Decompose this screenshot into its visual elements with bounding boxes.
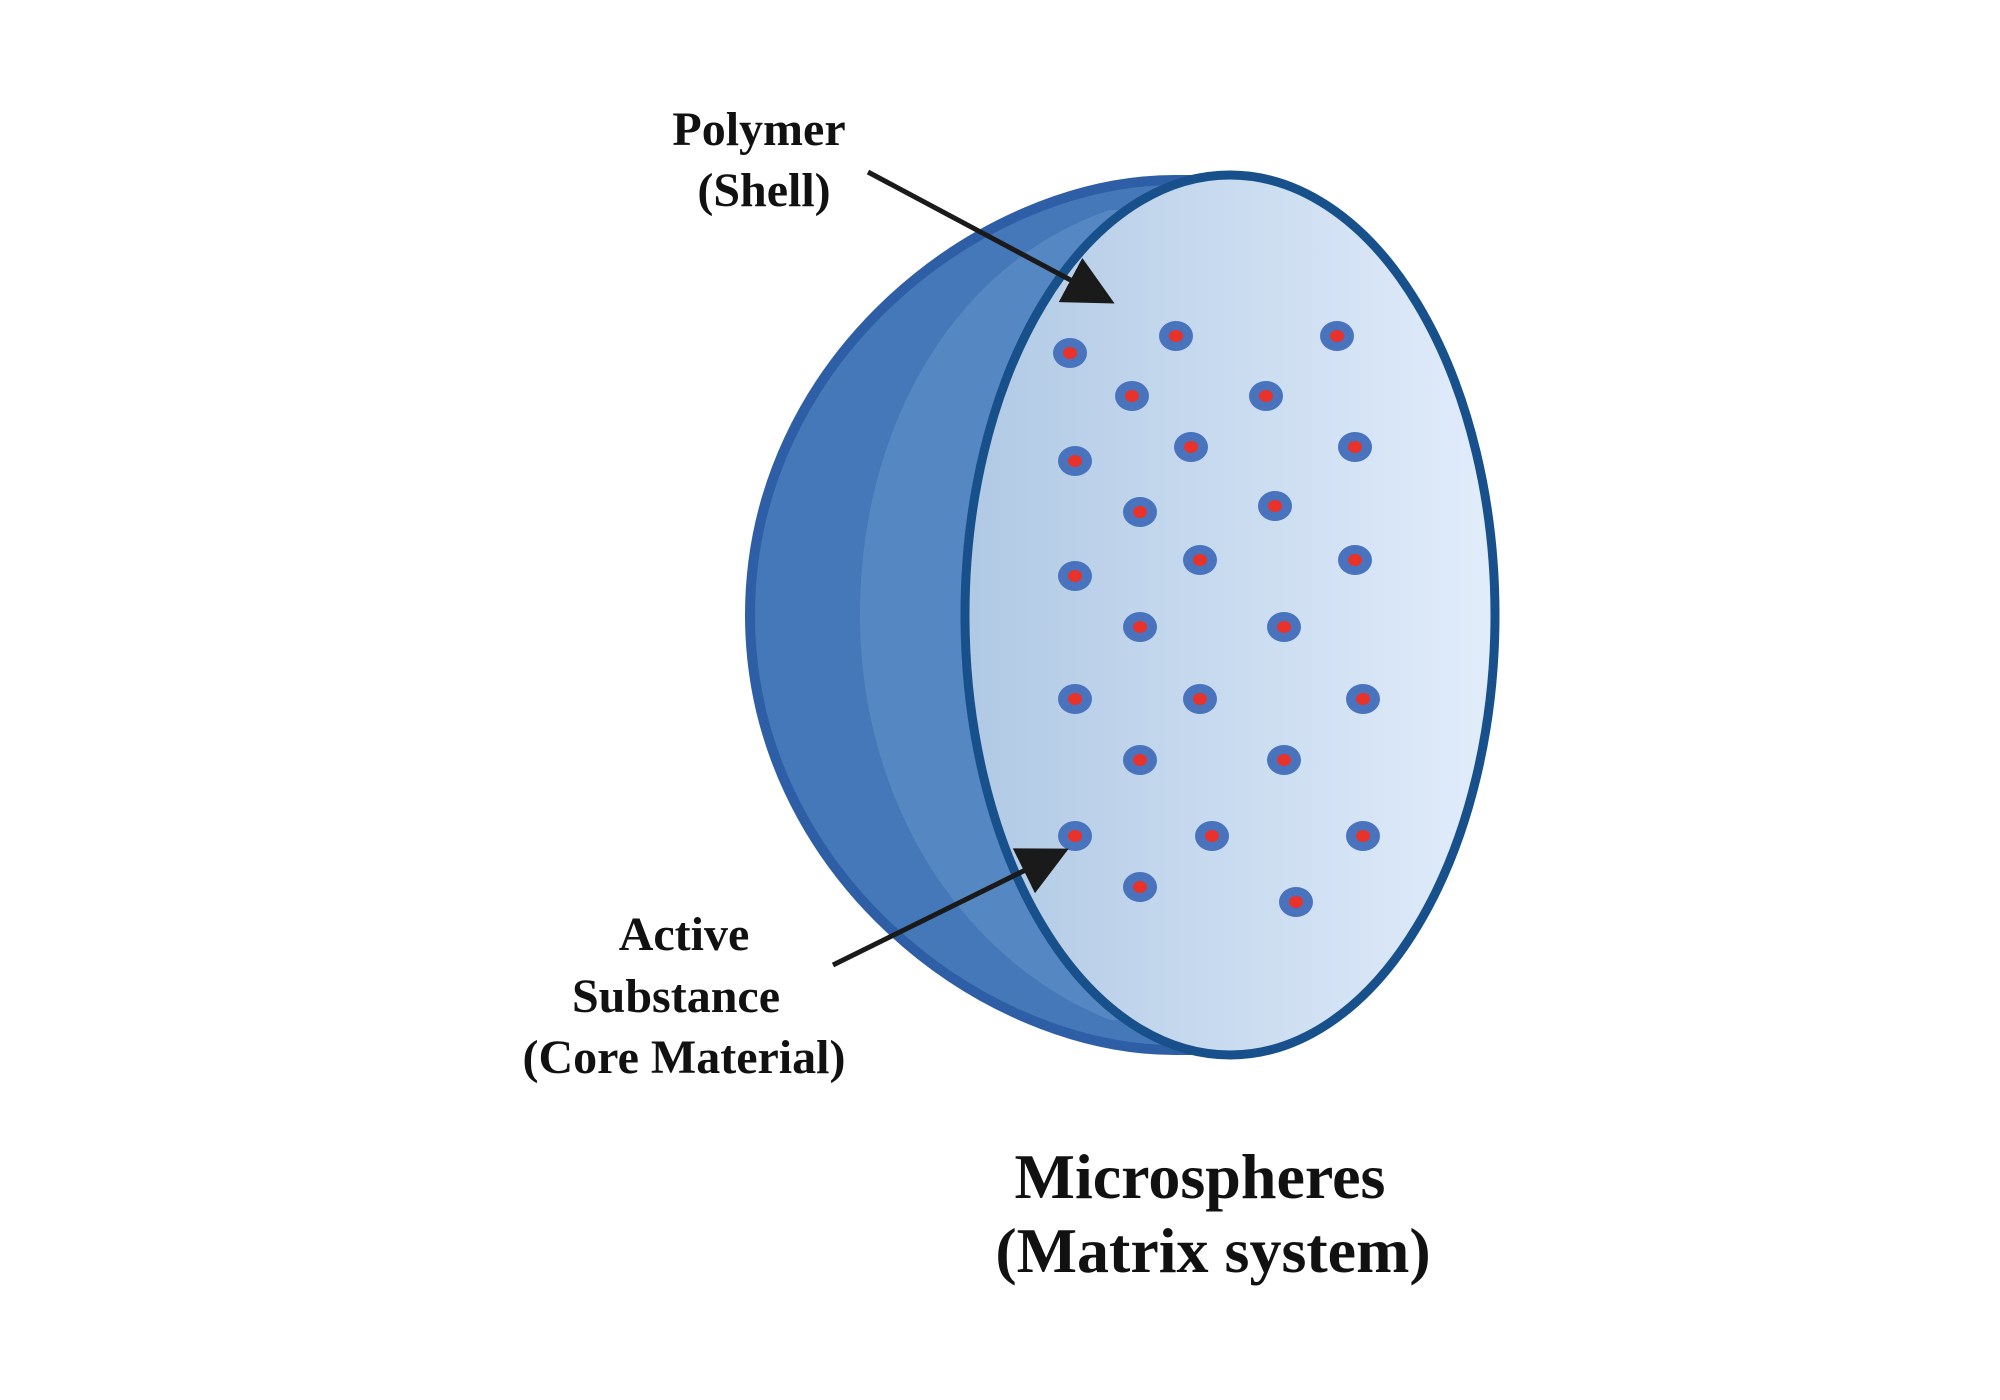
polymer-label-line1: Polymer	[672, 103, 845, 156]
particle-core-24	[1133, 881, 1147, 893]
particle-core-21	[1068, 830, 1082, 842]
particle-core-5	[1259, 390, 1273, 402]
active-label-line1: Active	[619, 908, 750, 961]
particle-core-16	[1068, 693, 1082, 705]
particle-core-9	[1133, 506, 1147, 518]
particle-core-6	[1068, 455, 1082, 467]
particle-core-19	[1133, 754, 1147, 766]
particle-core-11	[1068, 570, 1082, 582]
particle-core-12	[1193, 554, 1207, 566]
particle-core-22	[1205, 830, 1219, 842]
particle-core-10	[1268, 500, 1282, 512]
diagram-title-line1: Microspheres	[1015, 1141, 1386, 1212]
polymer-label-line2: (Shell)	[697, 164, 830, 217]
diagram-title-line2: (Matrix system)	[995, 1215, 1430, 1286]
active-label-line2: Substance	[572, 970, 780, 1023]
polymer-arrow	[866, 169, 1115, 304]
active-substance-particles	[1053, 321, 1380, 917]
particle-core-13	[1348, 554, 1362, 566]
particle-core-7	[1184, 441, 1198, 453]
particle-core-1	[1063, 347, 1077, 359]
particle-core-2	[1169, 330, 1183, 342]
particle-core-3	[1330, 330, 1344, 342]
particle-core-23	[1356, 830, 1370, 842]
active-label-line3: (Core Material)	[523, 1031, 846, 1084]
particle-core-20	[1277, 754, 1291, 766]
particle-core-15	[1277, 621, 1291, 633]
particle-core-25	[1289, 896, 1303, 908]
particle-core-17	[1193, 693, 1207, 705]
active-substance-arrow	[831, 848, 1069, 968]
particle-core-18	[1356, 693, 1370, 705]
particle-core-8	[1348, 441, 1362, 453]
particle-core-14	[1133, 621, 1147, 633]
matrix-cross-section	[960, 170, 1500, 1060]
particle-core-4	[1125, 390, 1139, 402]
